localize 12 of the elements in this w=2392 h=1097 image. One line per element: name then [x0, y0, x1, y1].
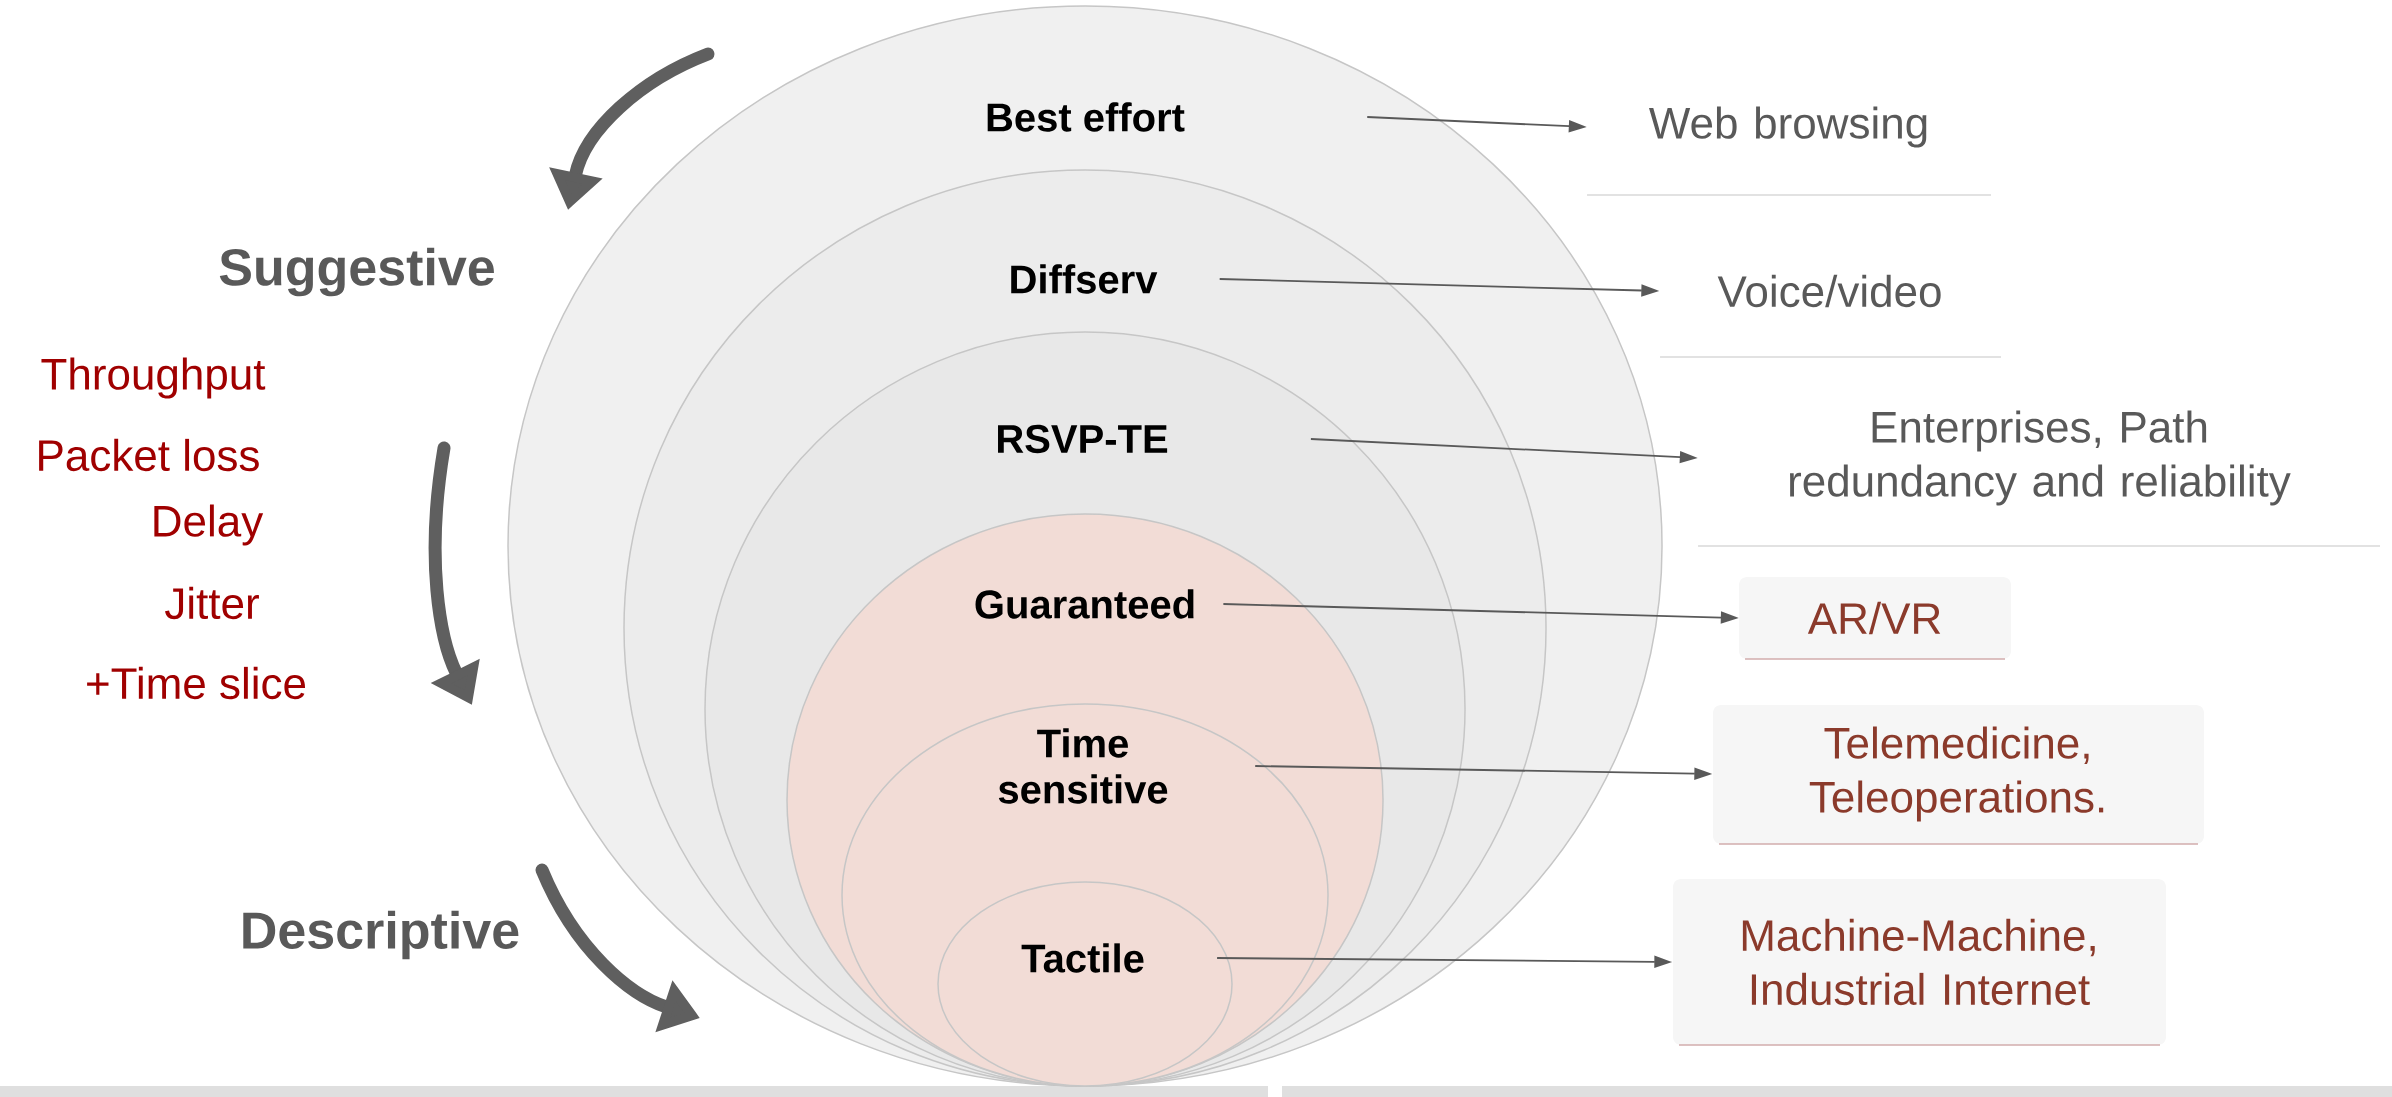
node-label: Time sensitive [998, 728, 1168, 804]
metric-label: Jitter [165, 586, 259, 620]
metric-label: Throughput [41, 357, 266, 399]
text-box: Machine-Machine, Industrial Internet [1673, 879, 2167, 1046]
text-box: Enterprises, Path redundancy and reliability [1697, 410, 2381, 547]
text-box: Telemedicine, Teleoperations. [1713, 705, 2205, 845]
text-box: AR/VR [1739, 577, 2012, 660]
metric-label: Delay [154, 504, 264, 546]
metric-label: Packet loss [39, 438, 259, 472]
metric-label: +Time slice [87, 666, 306, 700]
axis-label: Suggestive [219, 247, 494, 297]
node-label: Tactile [1021, 943, 1144, 973]
